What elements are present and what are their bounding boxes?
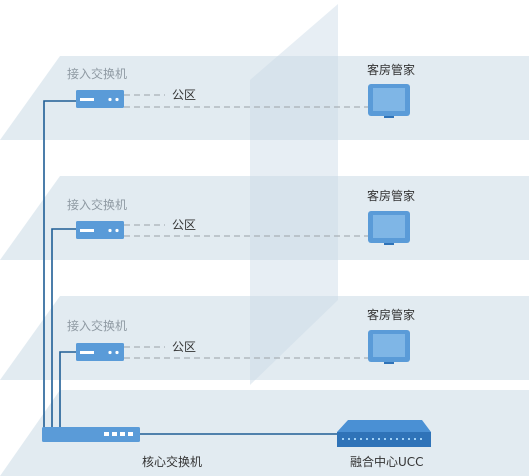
server-rack-icon <box>337 420 431 447</box>
room-steward-label-3: 客房管家 <box>367 308 416 322</box>
ucc-label: 融合中心UCC <box>350 455 424 469</box>
core-switch-icon <box>42 427 140 442</box>
access-switch-label-3: 接入交换机 <box>67 319 128 333</box>
public-area-label-1: 公区 <box>172 88 197 102</box>
monitor-icon <box>368 211 410 245</box>
access-switch-icon <box>76 221 124 239</box>
floor-plane-1 <box>0 56 529 140</box>
access-switch-icon <box>76 343 124 361</box>
vertical-wall <box>250 4 338 385</box>
trunk-line-3 <box>59 351 76 430</box>
access-switch-icon <box>76 90 124 108</box>
trunk-line-1 <box>43 100 76 430</box>
core-switch-label: 核心交换机 <box>142 455 203 469</box>
dashed-links <box>124 94 368 359</box>
public-area-label-2: 公区 <box>172 218 197 232</box>
monitor-icon <box>368 84 410 118</box>
monitor-icon <box>368 330 410 364</box>
access-switch-label-1: 接入交换机 <box>67 67 128 81</box>
trunk-line-2 <box>51 228 76 430</box>
room-steward-label-1: 客房管家 <box>367 63 416 77</box>
public-area-label-3: 公区 <box>172 340 197 354</box>
access-switch-label-2: 接入交换机 <box>67 198 128 212</box>
trunk-lines <box>43 100 340 435</box>
room-steward-label-2: 客房管家 <box>367 189 416 203</box>
core-plane <box>0 390 529 476</box>
